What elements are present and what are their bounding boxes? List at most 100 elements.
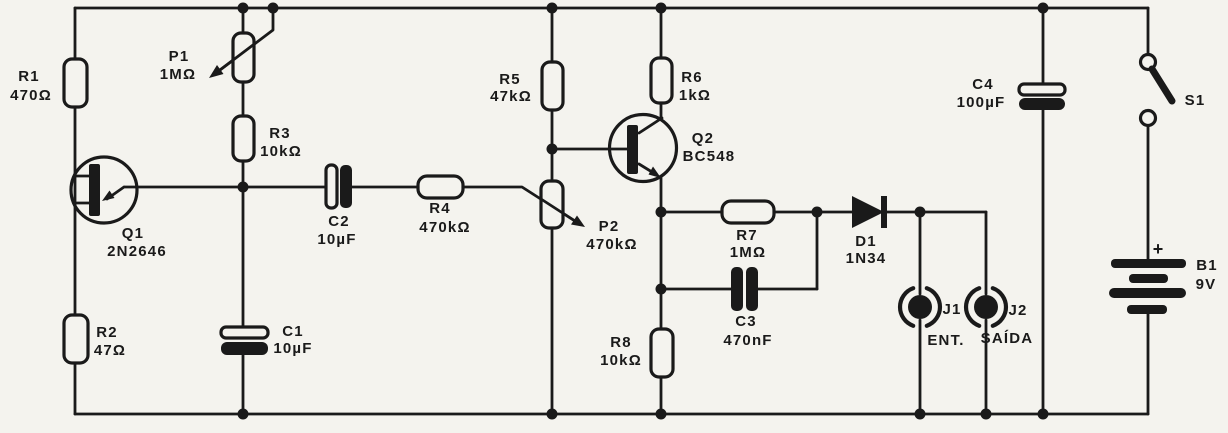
q2-collector-wire	[637, 116, 664, 135]
junction-dot	[546, 143, 558, 155]
p2-value-label: 470kΩ	[586, 236, 637, 253]
r2-ref-label: R2	[96, 324, 118, 341]
c4-plate-bottom	[1019, 98, 1065, 110]
r8-resistor-symbol	[649, 327, 675, 379]
q1-base-stubs	[73, 174, 92, 205]
q1-emitter-wire	[105, 185, 328, 201]
d1-cathode-bar	[881, 196, 887, 228]
junction-dot	[1037, 408, 1049, 420]
r2-resistor-symbol	[62, 313, 90, 365]
junction-dot	[546, 2, 558, 14]
r1-ref-label: R1	[18, 68, 40, 85]
r4-value-label: 470kΩ	[419, 219, 470, 236]
p1-wiper-arrow-icon	[209, 65, 224, 78]
r5-ref-label: R5	[499, 71, 521, 88]
junction-dot	[655, 2, 667, 14]
c3-ref-label: C3	[735, 313, 757, 330]
q1-ref-label: Q1	[122, 225, 144, 242]
r2-value-label: 47Ω	[94, 342, 126, 359]
q2-emitter-wire	[637, 162, 654, 174]
junction-dots	[237, 2, 1049, 420]
q1-base-bar	[89, 164, 100, 216]
c2-value-label: 10µF	[317, 231, 356, 248]
j2-jack-tip	[974, 295, 998, 319]
d1-value-label: 1N34	[846, 250, 887, 267]
junction-dot	[655, 408, 667, 420]
q2-value-label: BC548	[683, 148, 736, 165]
r4-ref-label: R4	[429, 200, 451, 217]
d1-diode-symbol	[852, 196, 884, 228]
c1-plate-top	[219, 325, 270, 340]
p1-potentiometer-symbol	[231, 31, 256, 84]
junction-dot	[811, 206, 823, 218]
c4-plate-top	[1017, 82, 1067, 97]
r7-value-label: 1MΩ	[730, 244, 766, 261]
b1-plate-3	[1109, 288, 1186, 298]
r4-resistor-symbol	[416, 174, 465, 200]
q2-emitter-arrow-icon	[648, 166, 661, 178]
junction-dot	[237, 2, 249, 14]
q1-value-label: 2N2646	[107, 243, 167, 260]
c1-plate-bottom	[221, 342, 268, 355]
junction-dot	[237, 181, 249, 193]
j2-ref-label: J2	[1008, 302, 1027, 319]
j2-jack-ring	[963, 286, 1009, 328]
j2-value-label: SAÍDA	[981, 330, 1034, 347]
s1-lever	[1148, 65, 1176, 105]
b1-value-label: 9V	[1196, 276, 1217, 293]
junction-dot	[267, 2, 279, 14]
r5-value-label: 47kΩ	[490, 88, 532, 105]
junction-dot	[914, 206, 926, 218]
j1-jack-ring	[897, 286, 943, 328]
p2-wiper-cross	[539, 197, 577, 223]
p1-value-label: 1MΩ	[160, 66, 196, 83]
c2-plate-right	[340, 165, 352, 208]
c1-ref-label: C1	[282, 323, 304, 340]
j1-value-label: ENT.	[927, 332, 964, 349]
r7-ref-label: R7	[736, 227, 758, 244]
b1-ref-label: B1	[1196, 257, 1218, 274]
p1-wiper-cross	[214, 43, 255, 75]
r7-resistor-symbol	[720, 199, 776, 225]
c1-value-label: 10µF	[273, 340, 312, 357]
c3-plate-right	[746, 267, 758, 311]
b1-polarity-label: +	[1153, 239, 1164, 259]
s1-ref-label: S1	[1185, 92, 1206, 109]
junction-dot	[655, 206, 667, 218]
junction-dot	[1037, 2, 1049, 14]
r1-value-label: 470Ω	[10, 87, 52, 104]
r6-value-label: 1kΩ	[679, 87, 711, 104]
r6-ref-label: R6	[681, 69, 703, 86]
p1-ref-label: P1	[169, 48, 190, 65]
junction-dot	[914, 408, 926, 420]
j1-ref-label: J1	[942, 301, 961, 318]
junction-dot	[237, 408, 249, 420]
c2-ref-label: C2	[328, 213, 350, 230]
r8-value-label: 10kΩ	[600, 352, 642, 369]
c4-value-label: 100µF	[957, 94, 1006, 111]
c4-ref-label: C4	[972, 76, 994, 93]
q2-ref-label: Q2	[692, 130, 714, 147]
q1-emitter-arrow-icon	[102, 190, 115, 201]
b1-plate-4	[1127, 305, 1167, 314]
r5-resistor-symbol	[540, 60, 565, 112]
b1-plate-2	[1129, 274, 1168, 283]
b1-plate-1	[1111, 259, 1186, 268]
p2-ref-label: P2	[599, 218, 620, 235]
d1-ref-label: D1	[855, 233, 877, 250]
c2-plate-left	[324, 163, 339, 210]
r3-ref-label: R3	[269, 125, 291, 142]
c3-value-label: 470nF	[723, 332, 772, 349]
junction-dot	[655, 283, 667, 295]
junction-dot	[546, 408, 558, 420]
r1-resistor-symbol	[62, 57, 89, 109]
q1-transistor-body	[69, 155, 139, 225]
p2-wiper-arrow-icon	[571, 215, 585, 227]
q2-base-bar	[627, 125, 638, 174]
r8-ref-label: R8	[610, 334, 632, 351]
j1-jack-tip	[908, 295, 932, 319]
r6-resistor-symbol	[649, 56, 674, 105]
junction-dot	[980, 408, 992, 420]
